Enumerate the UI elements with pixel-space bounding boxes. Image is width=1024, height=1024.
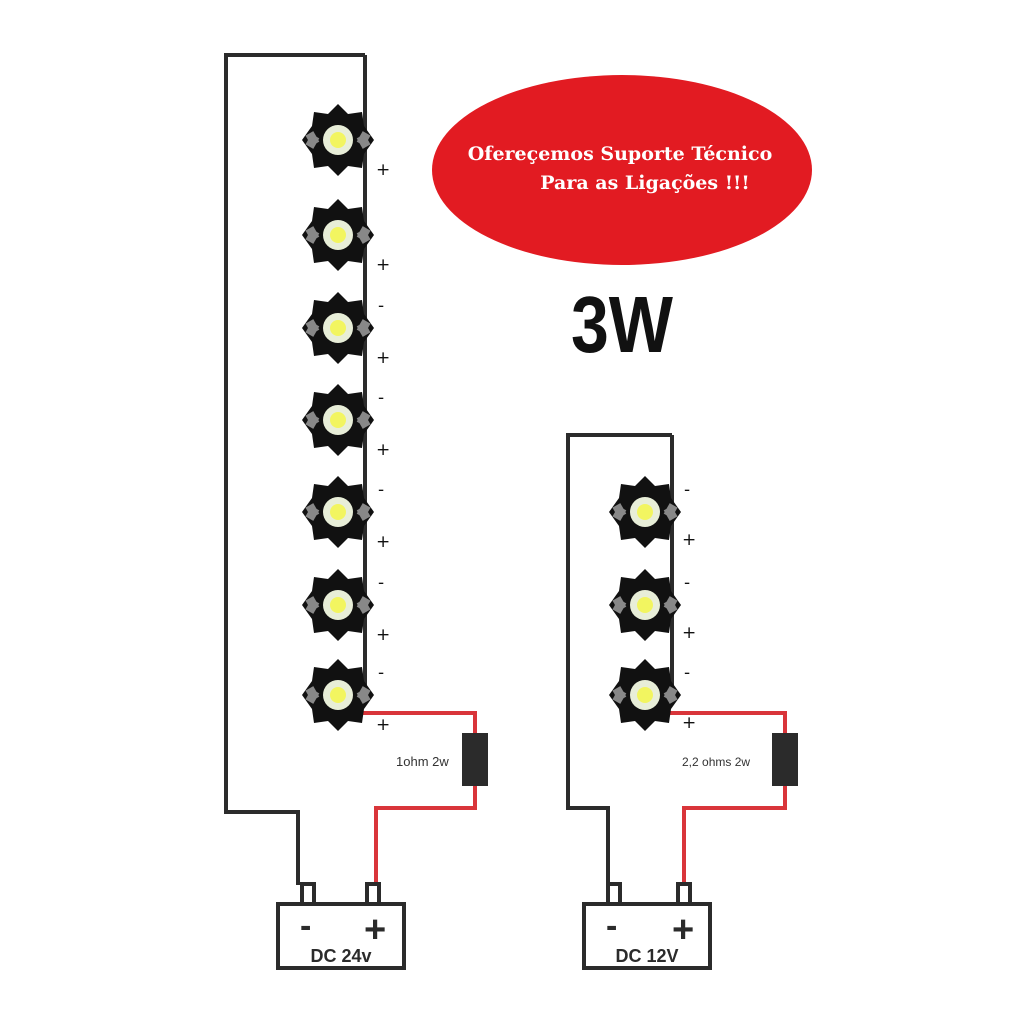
plus-marker: + xyxy=(376,255,390,275)
battery-neg-12v: - xyxy=(606,907,617,945)
minus-marker: - xyxy=(378,296,384,316)
minus-marker: - xyxy=(684,663,690,683)
plus-marker: + xyxy=(376,625,390,645)
battery-label-12v: DC 12V xyxy=(615,946,678,966)
plus-marker: + xyxy=(376,532,390,552)
plus-marker: + xyxy=(376,440,390,460)
plus-marker: + xyxy=(682,713,696,733)
support-banner: Ofereçemos Suporte Técnico Para as Ligaç… xyxy=(432,75,812,265)
resistor-24v xyxy=(462,733,488,786)
plus-marker: + xyxy=(376,348,390,368)
banner-line2: Para as Ligações !!! xyxy=(540,172,749,194)
minus-marker: - xyxy=(378,573,384,593)
minus-marker: - xyxy=(378,480,384,500)
circuit-12v-wires xyxy=(566,433,787,885)
battery-label-24v: DC 24v xyxy=(310,946,371,966)
battery-24v xyxy=(276,882,406,970)
power-title: 3W xyxy=(571,280,673,369)
banner-line1: Ofereçemos Suporte Técnico xyxy=(468,143,773,165)
minus-marker: - xyxy=(378,663,384,683)
minus-marker: - xyxy=(684,480,690,500)
battery-pos-12v: + xyxy=(672,909,694,951)
plus-marker: + xyxy=(682,530,696,550)
resistor-label-24v: 1ohm 2w xyxy=(396,754,449,769)
battery-neg-24v: - xyxy=(300,907,311,945)
led-column-24v: + + + - + - + - + - + - xyxy=(302,104,390,735)
banner-oval xyxy=(432,75,812,265)
plus-marker: + xyxy=(376,160,390,180)
minus-marker: - xyxy=(378,388,384,408)
battery-12v xyxy=(582,882,712,970)
resistor-label-12v: 2,2 ohms 2w xyxy=(682,755,750,769)
plus-marker: + xyxy=(376,715,390,735)
led-column-12v: + - + - + - xyxy=(609,476,696,733)
plus-marker: + xyxy=(682,623,696,643)
battery-pos-24v: + xyxy=(364,909,386,951)
minus-marker: - xyxy=(684,573,690,593)
resistor-12v xyxy=(772,733,798,786)
